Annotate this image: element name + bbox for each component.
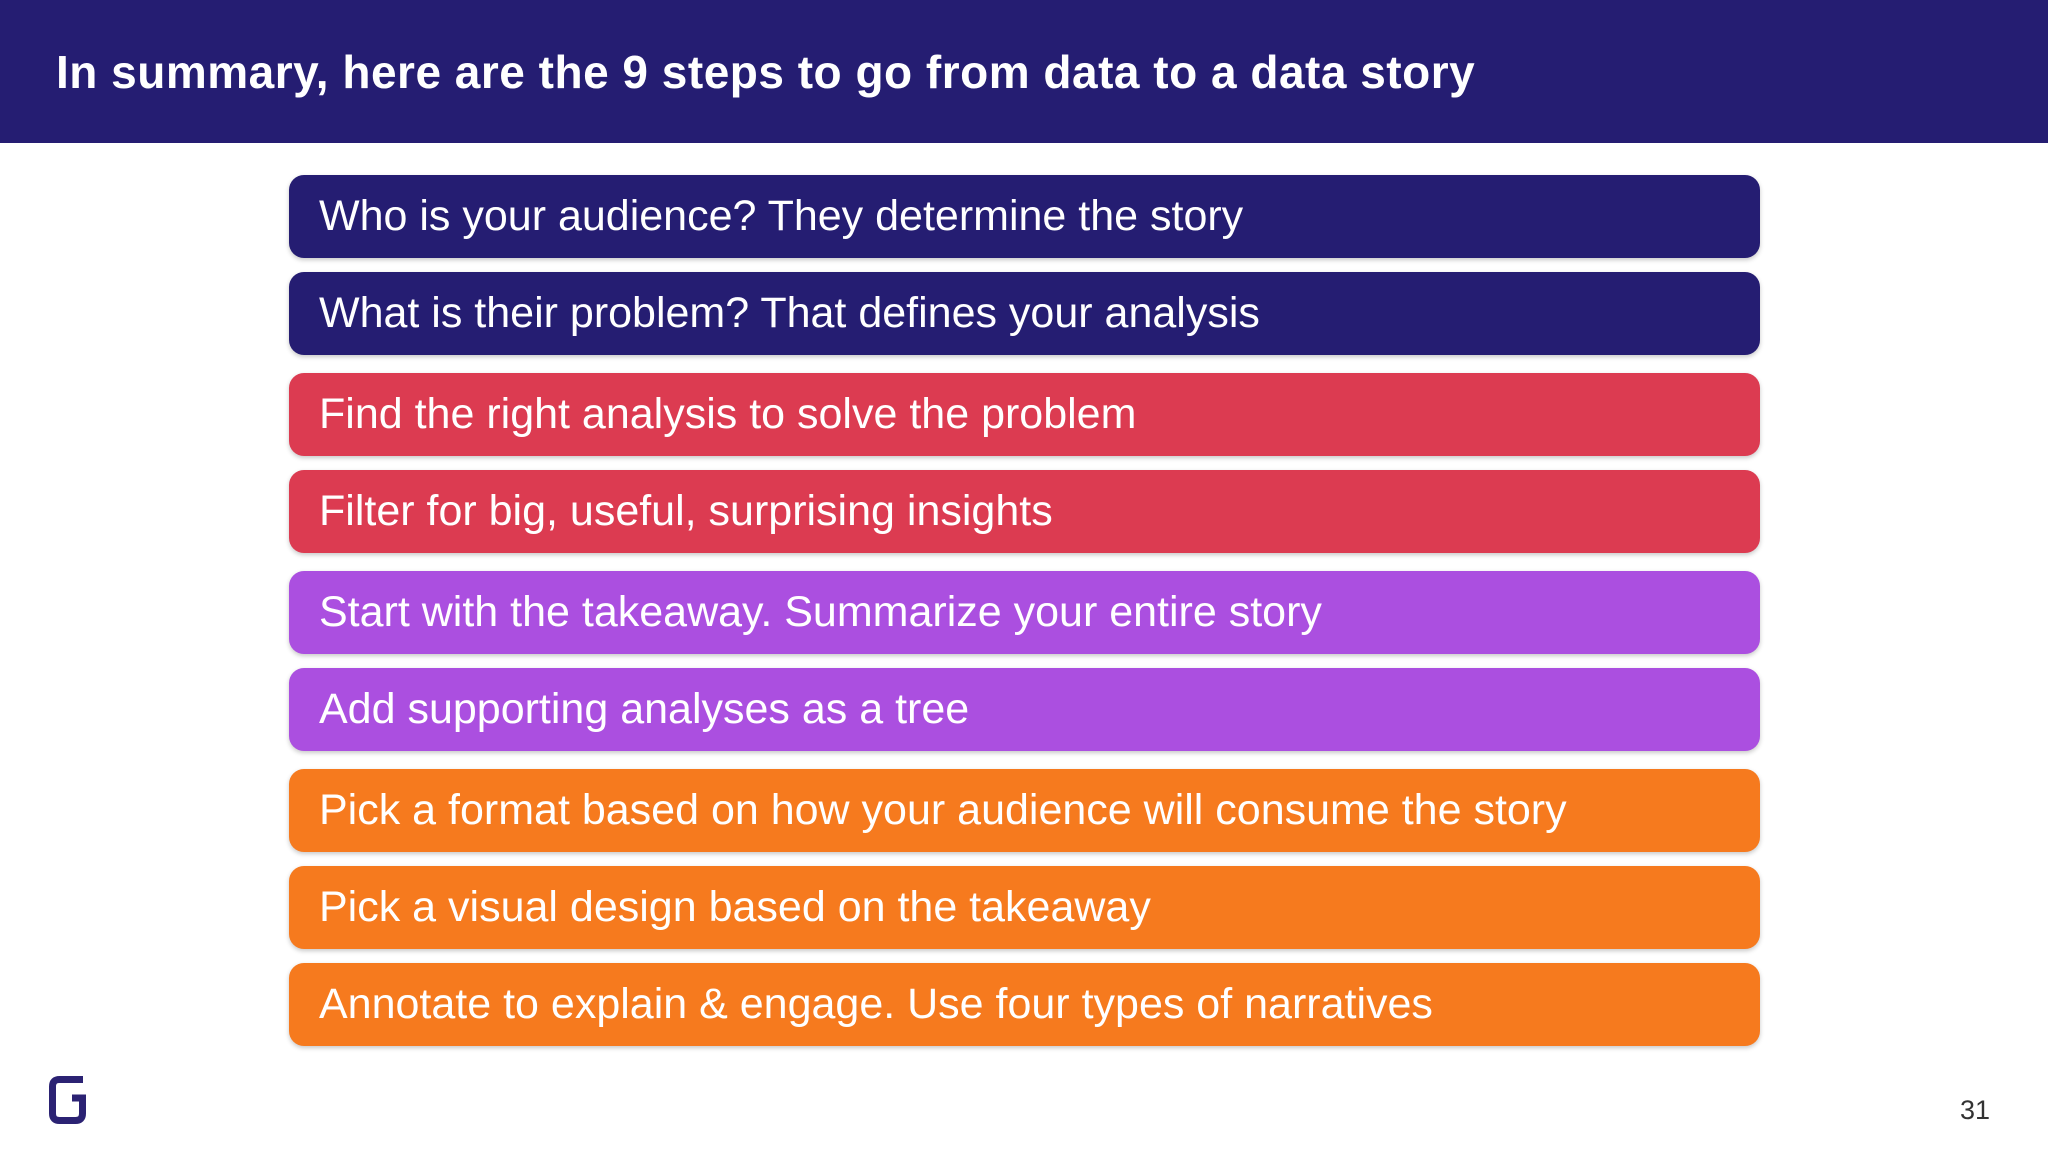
page-number: 31 <box>1959 1095 1990 1125</box>
step-label: Pick a format based on how your audience… <box>319 786 1567 834</box>
slide-header-band: In summary, here are the 9 steps to go f… <box>0 0 2048 143</box>
step-bar: Pick a format based on how your audience… <box>289 769 1760 852</box>
slide-title: In summary, here are the 9 steps to go f… <box>56 45 1476 98</box>
step-bar: Add supporting analyses as a tree <box>289 668 1760 751</box>
step-bar: Pick a visual design based on the takeaw… <box>289 866 1760 949</box>
step-bar: Annotate to explain & engage. Use four t… <box>289 963 1760 1046</box>
step-bar: What is their problem? That defines your… <box>289 272 1760 355</box>
steps-list: Who is your audience? They determine the… <box>289 175 1760 1060</box>
step-label: Start with the takeaway. Summarize your … <box>319 588 1322 636</box>
step-bar: Find the right analysis to solve the pro… <box>289 373 1760 456</box>
step-bar: Filter for big, useful, surprising insig… <box>289 470 1760 553</box>
step-label: Add supporting analyses as a tree <box>319 685 970 733</box>
step-label: Who is your audience? They determine the… <box>319 192 1244 240</box>
step-bar: Who is your audience? They determine the… <box>289 175 1760 258</box>
step-bar: Start with the takeaway. Summarize your … <box>289 571 1760 654</box>
step-label: Filter for big, useful, surprising insig… <box>319 487 1053 535</box>
step-label: Find the right analysis to solve the pro… <box>319 390 1137 438</box>
step-label: Annotate to explain & engage. Use four t… <box>319 980 1433 1028</box>
step-label: Pick a visual design based on the takeaw… <box>319 883 1151 931</box>
g-logo-icon <box>46 1073 88 1127</box>
step-label: What is their problem? That defines your… <box>319 289 1260 337</box>
